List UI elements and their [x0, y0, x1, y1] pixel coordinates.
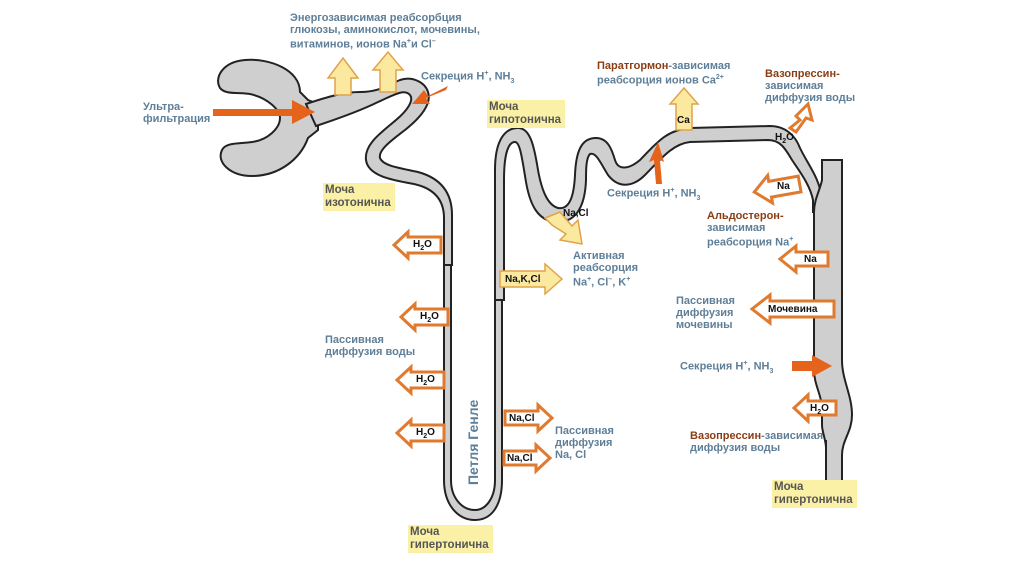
- secretion-arrow-proximal: [412, 86, 448, 104]
- h2o-tag-2: H2O: [420, 311, 439, 324]
- ultrafiltration-arrow: [213, 100, 315, 124]
- h2o-tag-vasopressin-top: H2O: [775, 132, 794, 145]
- bowman-capsule: [217, 58, 319, 178]
- na-arrow-2: [777, 242, 830, 276]
- ca-arrow: [668, 86, 700, 131]
- nakcl-arrow: [499, 262, 564, 296]
- loop-of-henle-label: Петля Генле: [465, 399, 481, 485]
- h2o-arrow-4: [394, 416, 446, 450]
- urea-tag: Мочевина: [768, 304, 818, 315]
- na-arrow-1: [752, 171, 803, 206]
- nacl-passive-arrow-2: [502, 441, 553, 475]
- secretion-arrow-collecting: [792, 355, 832, 377]
- h2o-tag-1: H2O: [413, 239, 432, 252]
- secretion-collecting-label: Секреция H+, NH3: [680, 360, 774, 375]
- na-tag-1: Na: [777, 181, 790, 192]
- ca-tag: Ca: [677, 115, 690, 126]
- reabsorption-arrow-2: [371, 50, 405, 93]
- h2o-arrow-3: [394, 363, 446, 397]
- urea-arrow: [749, 291, 836, 327]
- parathormone-label: Паратгормон-зависимая реабсорция ионов C…: [597, 60, 731, 87]
- vasopressin-top-label: Вазопрессин- зависимая диффузия воды: [765, 68, 856, 104]
- ultrafiltration-label: Ультра-фильтрация: [143, 101, 211, 125]
- active-reabsorption-label: Активная реабсорция Na+, Cl–, K+: [573, 250, 639, 289]
- energy-reabsorption-label: Энергозависимая реабсорбция глюкозы, ами…: [290, 12, 480, 51]
- reabsorption-arrow-1: [326, 56, 360, 96]
- nacl-active-tag: Na,Cl: [563, 208, 589, 219]
- h2o-arrow-2: [398, 300, 450, 334]
- nacl-passive-tag-1: Na,Cl: [509, 413, 535, 424]
- secretion-arrow-distal: [649, 142, 664, 184]
- proximal-tubule: [304, 77, 453, 266]
- secretion-proximal-label: Секреция H+, NH3: [421, 70, 515, 85]
- nakcl-tag: Na,K,Cl: [505, 274, 541, 285]
- vasopressin-bottom-label: Вазопрессин-зависимая диффузия воды: [690, 430, 824, 454]
- secretion-distal-label: Секреция H+, NH3: [607, 187, 701, 202]
- h2o-tag-3: H2O: [416, 374, 435, 387]
- h2o-arrow-1: [391, 228, 443, 262]
- nacl-passive-arrow-1: [503, 401, 555, 435]
- na-tag-2: Na: [804, 254, 817, 265]
- aldosterone-label: Альдостерон- зависимая реабсорция Na+: [707, 210, 794, 249]
- h2o-arrow-vasopressin-top: [787, 101, 815, 135]
- nacl-active-arrow: [543, 211, 583, 245]
- h2o-tag-4: H2O: [416, 427, 435, 440]
- h2o-tag-collecting: H2O: [810, 403, 829, 416]
- nacl-passive-tag-2: Na,Cl: [507, 453, 533, 464]
- h2o-arrow-collecting: [791, 391, 838, 425]
